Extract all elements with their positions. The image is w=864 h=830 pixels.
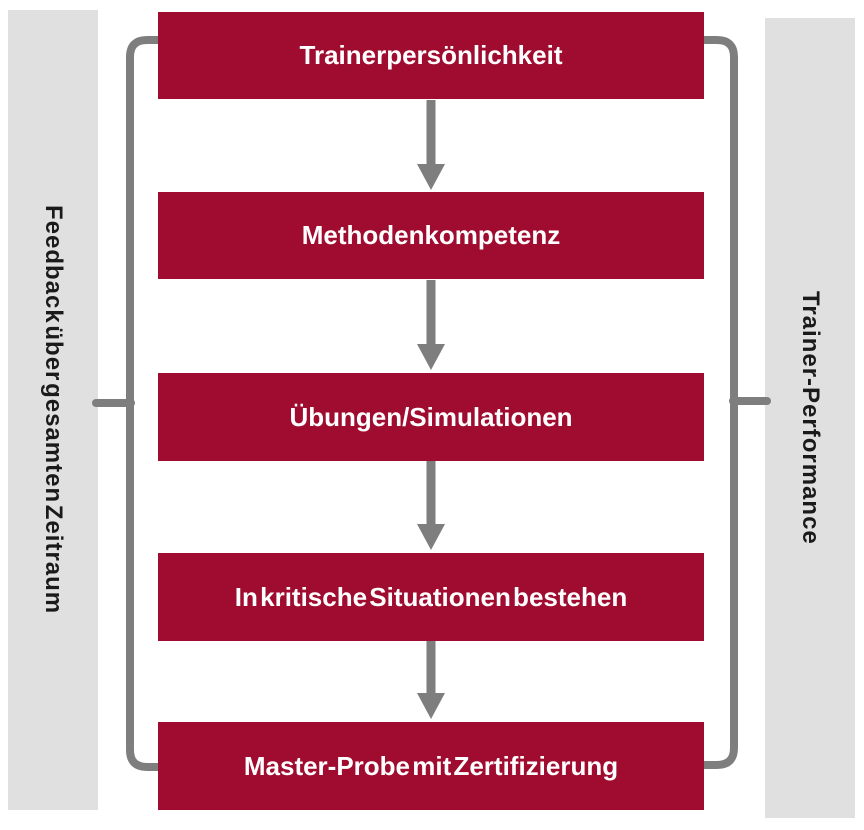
flow-box-label: Übungen/Simulationen xyxy=(289,401,573,432)
arrow-down-icon xyxy=(417,280,445,370)
arrow-down-icon xyxy=(417,100,445,190)
flow-box-label: Methodenkompetenz xyxy=(301,220,561,250)
arrow-down-icon xyxy=(417,641,445,719)
flow-box-trainerpersoenlichkeit: Trainerpersönlichkeit xyxy=(158,12,704,99)
sidebar-performance: Trainer-Performance xyxy=(765,18,855,818)
flow-box-master-probe: Master-Probe mit Zertifizierung xyxy=(158,722,704,810)
flow-box-methodenkompetenz: Methodenkompetenz xyxy=(158,192,704,279)
flow-box-label: Master-Probe mit Zertifizierung xyxy=(243,750,619,781)
sidebar-feedback-label: Feedback über gesamten Zeitraum xyxy=(40,205,67,615)
flow-box-kritische-situationen: In kritische Situationen bestehen xyxy=(158,553,704,641)
flow-box-uebungen-simulationen: Übungen/Simulationen xyxy=(158,373,704,461)
flow-box-label: Trainerpersönlichkeit xyxy=(299,40,563,70)
sidebar-performance-label: Trainer-Performance xyxy=(797,291,824,545)
arrow-down-icon xyxy=(417,461,445,550)
flow-box-label: In kritische Situationen bestehen xyxy=(234,581,628,612)
sidebar-feedback: Feedback über gesamten Zeitraum xyxy=(8,10,98,810)
